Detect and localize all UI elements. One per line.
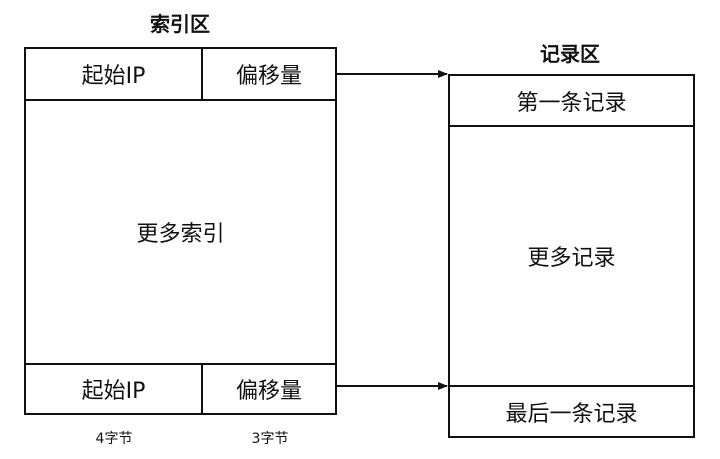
index-last-offset: 偏移量 — [235, 379, 302, 404]
index-last-row-divider — [24, 363, 337, 365]
index-first-row-divider — [24, 99, 337, 101]
start-ip-size-label: 4字节 — [95, 431, 133, 447]
record-first: 第一条记录 — [516, 90, 627, 116]
index-first-start-ip: 起始IP — [81, 64, 146, 89]
index-area-box — [24, 47, 337, 415]
record-last-divider — [448, 385, 695, 387]
record-last: 最后一条记录 — [505, 401, 638, 427]
record-area-box — [448, 74, 695, 438]
record-area-title: 记录区 — [540, 42, 600, 66]
index-first-offset: 偏移量 — [235, 64, 302, 89]
index-last-row-column-divider — [201, 363, 203, 415]
index-more-entries: 更多索引 — [136, 222, 225, 247]
index-first-row-column-divider — [201, 47, 203, 100]
index-area-title: 索引区 — [150, 12, 210, 36]
record-first-divider — [448, 125, 695, 127]
index-last-start-ip: 起始IP — [81, 379, 146, 404]
offset-size-label: 3字节 — [251, 431, 289, 447]
record-more-entries: 更多记录 — [527, 246, 616, 271]
